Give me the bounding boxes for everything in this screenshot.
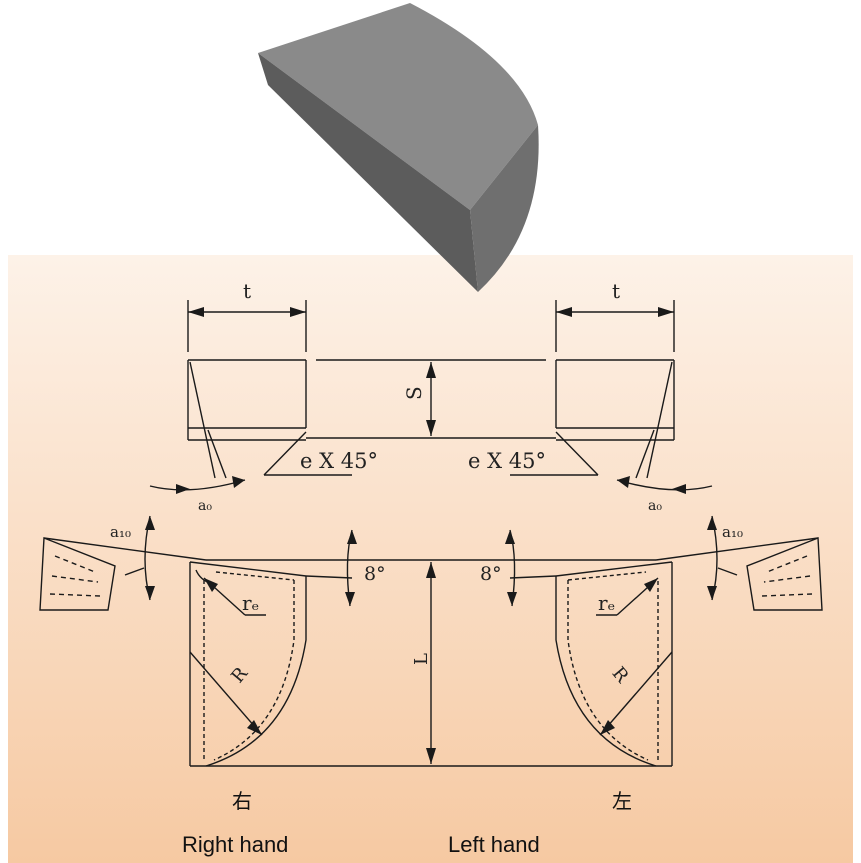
front-view-right <box>555 561 673 767</box>
label-chamfer-left: e X 45° <box>300 449 378 473</box>
side-view-right <box>510 359 713 491</box>
caption-right-cn: 右 <box>232 789 252 813</box>
caption-left-cn: 左 <box>612 789 632 813</box>
label-a10-right: a₁₀ <box>722 523 743 541</box>
label-re-left: rₑ <box>242 591 259 615</box>
label-re-right: rₑ <box>598 591 615 615</box>
label-l: L <box>411 653 432 665</box>
label-s: S <box>402 386 426 400</box>
background-panel <box>8 255 853 863</box>
label-8deg-right: 8° <box>480 563 502 585</box>
label-a0-right: a₀ <box>648 498 662 514</box>
label-chamfer-right: e X 45° <box>468 449 546 473</box>
caption-left-en: Left hand <box>448 832 540 857</box>
insert-3d-render <box>258 3 539 292</box>
label-a0-left: a₀ <box>198 498 212 514</box>
dimension-arrows <box>145 307 717 764</box>
label-8deg-left: 8° <box>364 563 386 585</box>
label-a10-left: a₁₀ <box>110 523 131 541</box>
side-view-left <box>149 359 352 491</box>
label-t-right: t <box>612 279 620 303</box>
caption-right-en: Right hand <box>182 832 288 857</box>
label-t-left: t <box>243 279 251 303</box>
